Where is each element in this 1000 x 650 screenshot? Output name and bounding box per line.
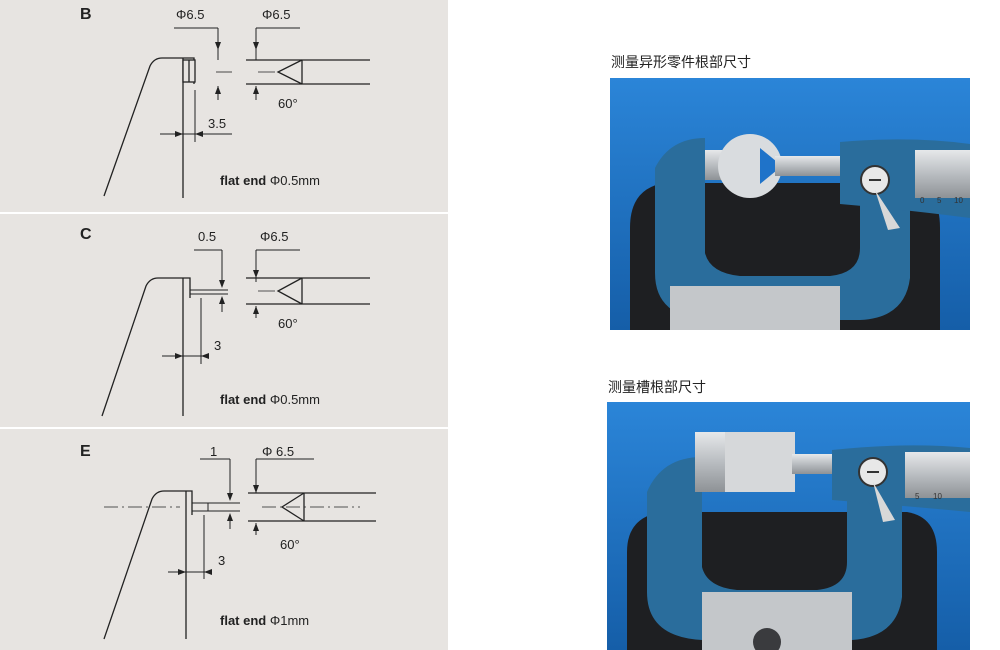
anvil-drawing-e [103,458,376,640]
length-label: 3.5 [208,116,227,131]
photo-caption: 测量槽根部尺寸 [608,380,706,396]
flat-end-label: flat end [220,173,267,188]
panel-letter: B [80,6,92,23]
diagram-panel-c: C 0.5 Φ6.5 3 60° flat end Φ0.5mm [0,214,448,427]
diameter-label-right: Φ 6.5 [262,444,295,459]
flat-end-value: Φ1mm [269,613,310,628]
diameter-label-right: Φ6.5 [262,7,291,22]
photo-caption: 测量异形零件根部尺寸 [611,55,751,71]
thimble-scale-mark: 10 [954,196,963,205]
angle-label: 60° [280,537,300,552]
angle-label: 60° [278,96,298,111]
micrometer-photo-irregular-part: 0 5 10 [610,78,970,330]
micrometer-photo-illustration [610,78,970,330]
thimble-scale-mark: 10 [933,492,942,501]
flat-end-label: flat end [220,613,267,628]
thimble-scale-mark: 5 [937,196,942,205]
anvil-drawing-b [103,27,370,198]
diagram-panel-b: B Φ6.5 Φ6.5 3.5 60° flat end Φ0.5mm [0,0,448,212]
flat-end-label: flat end [220,392,267,407]
micrometer-photo-groove: 5 10 [607,402,970,650]
diameter-label-right: Φ6.5 [260,229,289,244]
flat-end-note: flat end Φ0.5mm [220,392,320,407]
gap-label: 1 [210,444,218,459]
thimble-scale-mark: 0 [920,196,925,205]
angle-label: 60° [278,316,298,331]
length-label: 3 [214,338,222,353]
flat-end-value: Φ0.5mm [269,392,320,407]
length-label: 3 [218,553,226,568]
panel-letter: C [80,226,92,243]
gap-label: 0.5 [198,229,217,244]
flat-end-note: flat end Φ0.5mm [220,173,320,188]
diagram-panel-e: E 1 Φ 6.5 3 60° flat end Φ1mm [0,429,448,650]
flat-end-value: Φ0.5mm [269,173,320,188]
thimble-scale-mark: 5 [915,492,920,501]
panel-letter: E [80,443,91,460]
micrometer-photo-illustration [607,402,970,650]
flat-end-note: flat end Φ1mm [220,613,309,628]
anvil-drawing-c [101,249,370,417]
diameter-label-left: Φ6.5 [176,7,205,22]
